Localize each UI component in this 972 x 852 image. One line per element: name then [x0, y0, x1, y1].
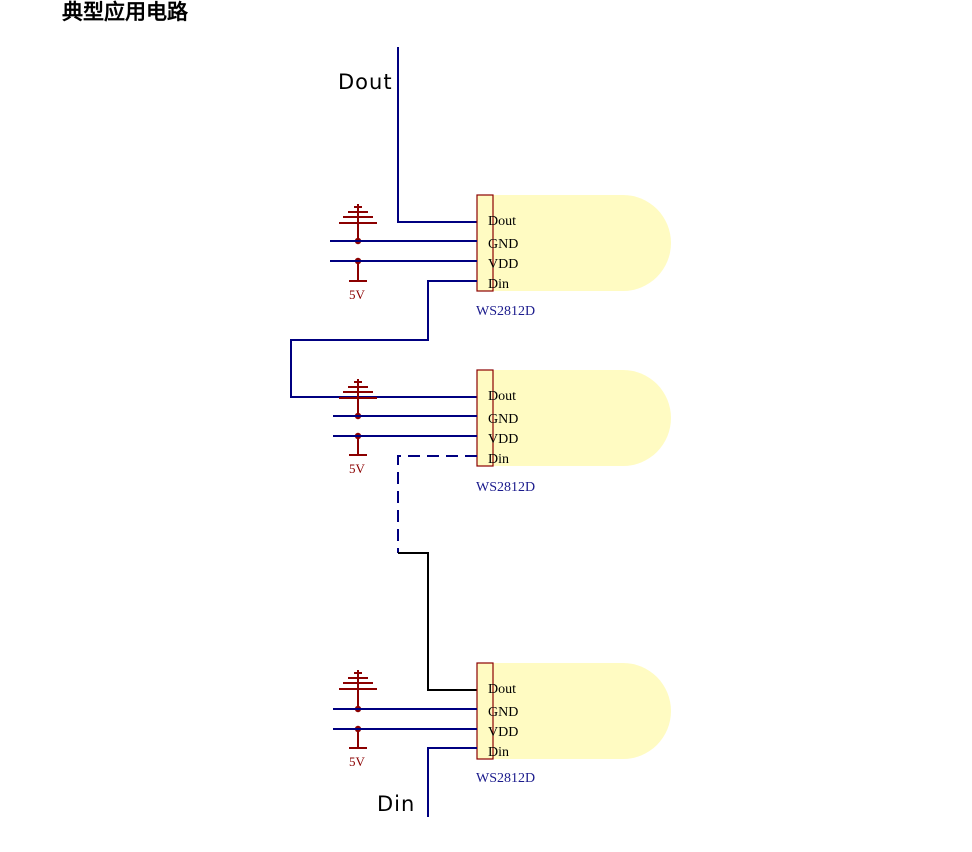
power-label-2: 5V: [349, 461, 366, 476]
led-unit-3: 5V Dout GND VDD Din WS2812D: [333, 662, 671, 786]
power-symbol-1: [349, 261, 367, 282]
pin-label-dout-3: Dout: [488, 682, 516, 697]
chain-wire-2-3: [398, 552, 477, 691]
part-label-3: WS2812D: [476, 771, 535, 786]
ground-symbol-2: [339, 379, 377, 416]
part-label-2: WS2812D: [476, 480, 535, 495]
pin-label-dout-2: Dout: [488, 389, 516, 404]
page-title: 典型应用电路: [62, 0, 189, 24]
led-3-connector: [476, 662, 494, 760]
pin-label-dout-1: Dout: [488, 214, 516, 229]
pin-label-gnd-1: GND: [488, 237, 518, 252]
power-label-3: 5V: [349, 754, 366, 769]
pin-label-gnd-2: GND: [488, 412, 518, 427]
din-terminal-label: Din: [377, 792, 415, 816]
pin-label-gnd-3: GND: [488, 705, 518, 720]
led-2-connector: [476, 369, 494, 467]
led-2-body: [493, 370, 671, 466]
pin-label-din-3: Din: [488, 745, 509, 760]
dout-terminal-label: Dout: [338, 70, 393, 94]
pin-label-vdd-3: VDD: [488, 725, 518, 740]
chain-wire-1-2: [290, 280, 477, 398]
ground-symbol-3: [339, 670, 377, 709]
led-unit-1: 5V Dout GND VDD Din WS2812D: [330, 194, 671, 319]
part-label-1: WS2812D: [476, 304, 535, 319]
pin-label-din-2: Din: [488, 452, 509, 467]
pin-label-vdd-1: VDD: [488, 257, 518, 272]
pin-label-vdd-2: VDD: [488, 432, 518, 447]
din-input-wire: [427, 747, 477, 817]
led-1-connector: [476, 194, 494, 292]
chain-wire-dashed: [397, 455, 477, 553]
ground-symbol-1: [339, 204, 377, 241]
dout-output-wire: [397, 47, 477, 223]
power-label-1: 5V: [349, 287, 366, 302]
pin-label-din-1: Din: [488, 277, 509, 292]
led-1-body: [493, 195, 671, 291]
led-unit-2: 5V Dout GND VDD Din WS2812D: [333, 369, 671, 495]
led-3-body: [493, 663, 671, 759]
